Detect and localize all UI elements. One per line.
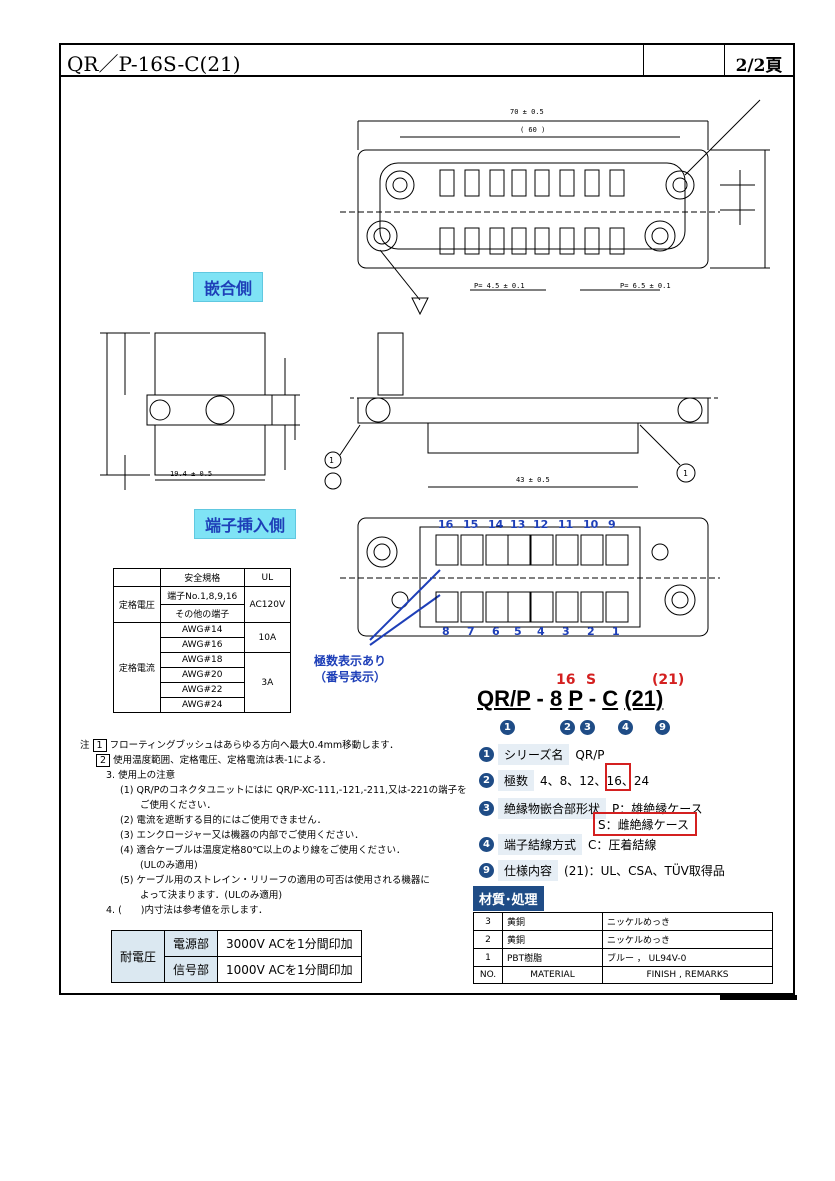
- pin-box: [439, 169, 455, 197]
- title-block: QR／P-16S-C(21) 2/2頁: [59, 43, 795, 77]
- pin-box: [580, 591, 604, 623]
- pin-number-top: 14: [488, 518, 504, 531]
- pin-number-bottom: 7: [467, 625, 475, 638]
- pin-number-bottom: 4: [537, 625, 545, 638]
- pin-box: [435, 591, 459, 623]
- page-number: 2/2頁: [735, 56, 783, 76]
- bottom-bar: [720, 995, 797, 1000]
- pin-number-bottom: 2: [587, 625, 595, 638]
- svg-text:1: 1: [683, 469, 688, 478]
- top-view-outline: [357, 149, 709, 269]
- pin-number-top: 10: [583, 518, 599, 531]
- pin-number-bottom: 3: [562, 625, 570, 638]
- pin-box: [435, 534, 459, 566]
- part-title: QR／P-16S-C(21): [61, 45, 644, 76]
- mating-side-label: 嵌合側: [193, 272, 264, 302]
- pin-box: [555, 534, 579, 566]
- svg-text:P= 4.5 ± 0.1: P= 4.5 ± 0.1: [474, 282, 525, 290]
- pin-number-bottom: 1: [612, 625, 620, 638]
- pin-box: [584, 227, 600, 255]
- pin-box: [605, 534, 629, 566]
- red-box-16: [605, 763, 631, 791]
- pin-number-bottom: 5: [514, 625, 522, 638]
- red-box-s: [593, 812, 697, 836]
- pin-box: [464, 169, 480, 197]
- legend-shape-s: S：雌絶縁ケース: [598, 818, 690, 832]
- pin-box: [489, 227, 505, 255]
- red-21: (21): [652, 672, 685, 688]
- pin-box: [584, 169, 600, 197]
- pin-box: [511, 227, 527, 255]
- pin-box: [460, 534, 484, 566]
- svg-text:43 ± 0.5: 43 ± 0.5: [516, 476, 550, 484]
- pin-box: [464, 227, 480, 255]
- pin-number-bottom: 6: [492, 625, 500, 638]
- pin-box: [534, 169, 550, 197]
- pin-number-top: 16: [438, 518, 454, 531]
- title-blank-cell: [644, 45, 725, 75]
- pin-box: [439, 227, 455, 255]
- svg-text:70 ± 0.5: 70 ± 0.5: [510, 108, 544, 116]
- pin-box: [609, 169, 625, 197]
- pin-number-top: 9: [608, 518, 616, 531]
- pin-box: [511, 169, 527, 197]
- pin-box: [507, 534, 531, 566]
- svg-text:P= 6.5 ± 0.1: P= 6.5 ± 0.1: [620, 282, 671, 290]
- materials-title: 材質･処理: [473, 886, 544, 911]
- pin-number-top: 12: [533, 518, 549, 531]
- pin-box: [609, 227, 625, 255]
- pin-number-note: 極数表示あり （番号表示）: [314, 653, 386, 685]
- svg-text:( 60 ): ( 60 ): [520, 126, 545, 134]
- pin-number-top: 15: [463, 518, 479, 531]
- pin-box: [555, 591, 579, 623]
- svg-text:19.4 ± 0.5: 19.4 ± 0.5: [170, 470, 212, 478]
- pin-number-top: 11: [558, 518, 574, 531]
- pin-box: [559, 169, 575, 197]
- pin-box: [507, 591, 531, 623]
- pin-box: [534, 227, 550, 255]
- pin-box: [530, 591, 554, 623]
- top-view-inner: [379, 162, 686, 250]
- part-number: QR/P - 8 P - C (21): [477, 686, 664, 711]
- terminal-side-label: 端子挿入側: [194, 509, 297, 539]
- pin-note-line1: 極数表示あり: [314, 654, 387, 668]
- svg-text:1: 1: [329, 456, 334, 465]
- red-s: S: [586, 672, 597, 688]
- pin-box: [559, 227, 575, 255]
- notes: 注 1 フローティングブッシュはあらゆる方向へ最大0.4mm移動します． 2 使…: [80, 739, 467, 916]
- pin-box: [530, 534, 554, 566]
- pin-number-top: 13: [510, 518, 526, 531]
- pin-box: [605, 591, 629, 623]
- pin-box: [580, 534, 604, 566]
- pin-box: [489, 169, 505, 197]
- red-16: 16: [556, 672, 576, 688]
- pin-box: [485, 534, 509, 566]
- pin-box: [460, 591, 484, 623]
- pin-note-line2: （番号表示）: [314, 670, 387, 684]
- pin-number-bottom: 8: [442, 625, 450, 638]
- pin-box: [485, 591, 509, 623]
